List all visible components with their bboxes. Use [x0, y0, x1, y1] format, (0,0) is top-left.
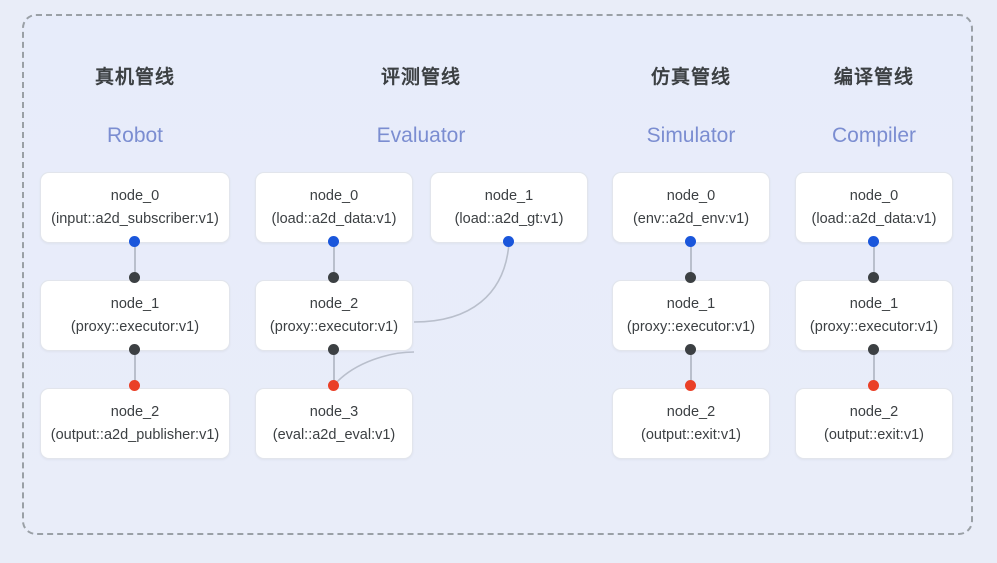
node-type: (output::a2d_publisher:v1): [50, 426, 220, 443]
port-input-dot-simulator-1: [685, 272, 696, 283]
node-name: node_0: [666, 188, 716, 205]
port-input-dot-compiler-2: [868, 380, 879, 391]
port-output-dot-robot-0: [129, 236, 140, 247]
node-name: node_1: [110, 296, 160, 313]
node-type: (output::exit:v1): [824, 426, 924, 443]
port-output-dot-evaluator-2: [328, 344, 339, 355]
column-title-cn-evaluator: 评测管线: [380, 67, 461, 88]
column-title-cn-compiler: 编译管线: [833, 67, 914, 88]
port-output-dot-compiler-1: [868, 344, 879, 355]
node-box-simulator-1[interactable]: node_1 (proxy::executor:v1): [612, 280, 770, 351]
node-name: node_2: [309, 296, 359, 313]
node-box-evaluator-2[interactable]: node_2 (proxy::executor:v1): [255, 280, 413, 351]
node-box-evaluator-3[interactable]: node_3 (eval::a2d_eval:v1): [255, 388, 413, 459]
column-title-cn-simulator: 仿真管线: [650, 67, 731, 88]
edge-robot-0-1: [134, 242, 136, 278]
column-title-en-robot: Robot: [106, 124, 164, 147]
column-title-en-simulator: Simulator: [646, 124, 736, 147]
node-box-robot-1[interactable]: node_1 (proxy::executor:v1): [40, 280, 230, 351]
node-name: node_2: [666, 404, 716, 421]
edge-evaluator-2-3: [333, 350, 335, 386]
node-name: node_2: [849, 404, 899, 421]
node-box-evaluator-1[interactable]: node_1 (load::a2d_gt:v1): [430, 172, 588, 243]
port-output-dot-simulator-0: [685, 236, 696, 247]
node-box-robot-0[interactable]: node_0 (input::a2d_subscriber:v1): [40, 172, 230, 243]
edge-robot-1-2: [134, 350, 136, 386]
node-name: node_1: [666, 296, 716, 313]
port-input-dot-compiler-1: [868, 272, 879, 283]
edge-simulator-0-1: [690, 242, 692, 278]
node-type: (input::a2d_subscriber:v1): [51, 210, 219, 227]
node-box-evaluator-0[interactable]: node_0 (load::a2d_data:v1): [255, 172, 413, 243]
node-box-compiler-1[interactable]: node_1 (proxy::executor:v1): [795, 280, 953, 351]
node-type: (proxy::executor:v1): [70, 318, 200, 335]
port-input-dot-evaluator-3: [328, 380, 339, 391]
node-type: (load::a2d_data:v1): [811, 210, 937, 227]
node-name: node_2: [110, 404, 160, 421]
node-type: (proxy::executor:v1): [809, 318, 939, 335]
node-name: node_0: [849, 188, 899, 205]
port-input-dot-robot-2: [129, 380, 140, 391]
node-type: (load::a2d_data:v1): [271, 210, 397, 227]
edge-evaluator-0-2: [333, 242, 335, 278]
port-output-dot-evaluator-0: [328, 236, 339, 247]
port-input-dot-evaluator-2: [328, 272, 339, 283]
node-type: (proxy::executor:v1): [269, 318, 399, 335]
port-output-dot-simulator-1: [685, 344, 696, 355]
edge-compiler-0-1: [873, 242, 875, 278]
node-type: (proxy::executor:v1): [626, 318, 756, 335]
edge-simulator-1-2: [690, 350, 692, 386]
node-box-compiler-2[interactable]: node_2 (output::exit:v1): [795, 388, 953, 459]
node-name: node_3: [309, 404, 359, 421]
node-box-simulator-2[interactable]: node_2 (output::exit:v1): [612, 388, 770, 459]
port-output-dot-evaluator-1: [503, 236, 514, 247]
column-title-en-compiler: Compiler: [831, 124, 917, 147]
node-box-robot-2[interactable]: node_2 (output::a2d_publisher:v1): [40, 388, 230, 459]
node-box-compiler-0[interactable]: node_0 (load::a2d_data:v1): [795, 172, 953, 243]
node-type: (env::a2d_env:v1): [632, 210, 750, 227]
port-output-dot-robot-1: [129, 344, 140, 355]
column-title-en-evaluator: Evaluator: [376, 124, 466, 147]
node-name: node_1: [849, 296, 899, 313]
node-name: node_0: [309, 188, 359, 205]
node-name: node_1: [484, 188, 534, 205]
node-name: node_0: [110, 188, 160, 205]
port-input-dot-simulator-2: [685, 380, 696, 391]
edge-compiler-1-2: [873, 350, 875, 386]
node-type: (output::exit:v1): [641, 426, 741, 443]
column-title-cn-robot: 真机管线: [94, 67, 175, 88]
node-type: (load::a2d_gt:v1): [454, 210, 564, 227]
port-input-dot-robot-1: [129, 272, 140, 283]
node-box-simulator-0[interactable]: node_0 (env::a2d_env:v1): [612, 172, 770, 243]
node-type: (eval::a2d_eval:v1): [272, 426, 396, 443]
port-output-dot-compiler-0: [868, 236, 879, 247]
